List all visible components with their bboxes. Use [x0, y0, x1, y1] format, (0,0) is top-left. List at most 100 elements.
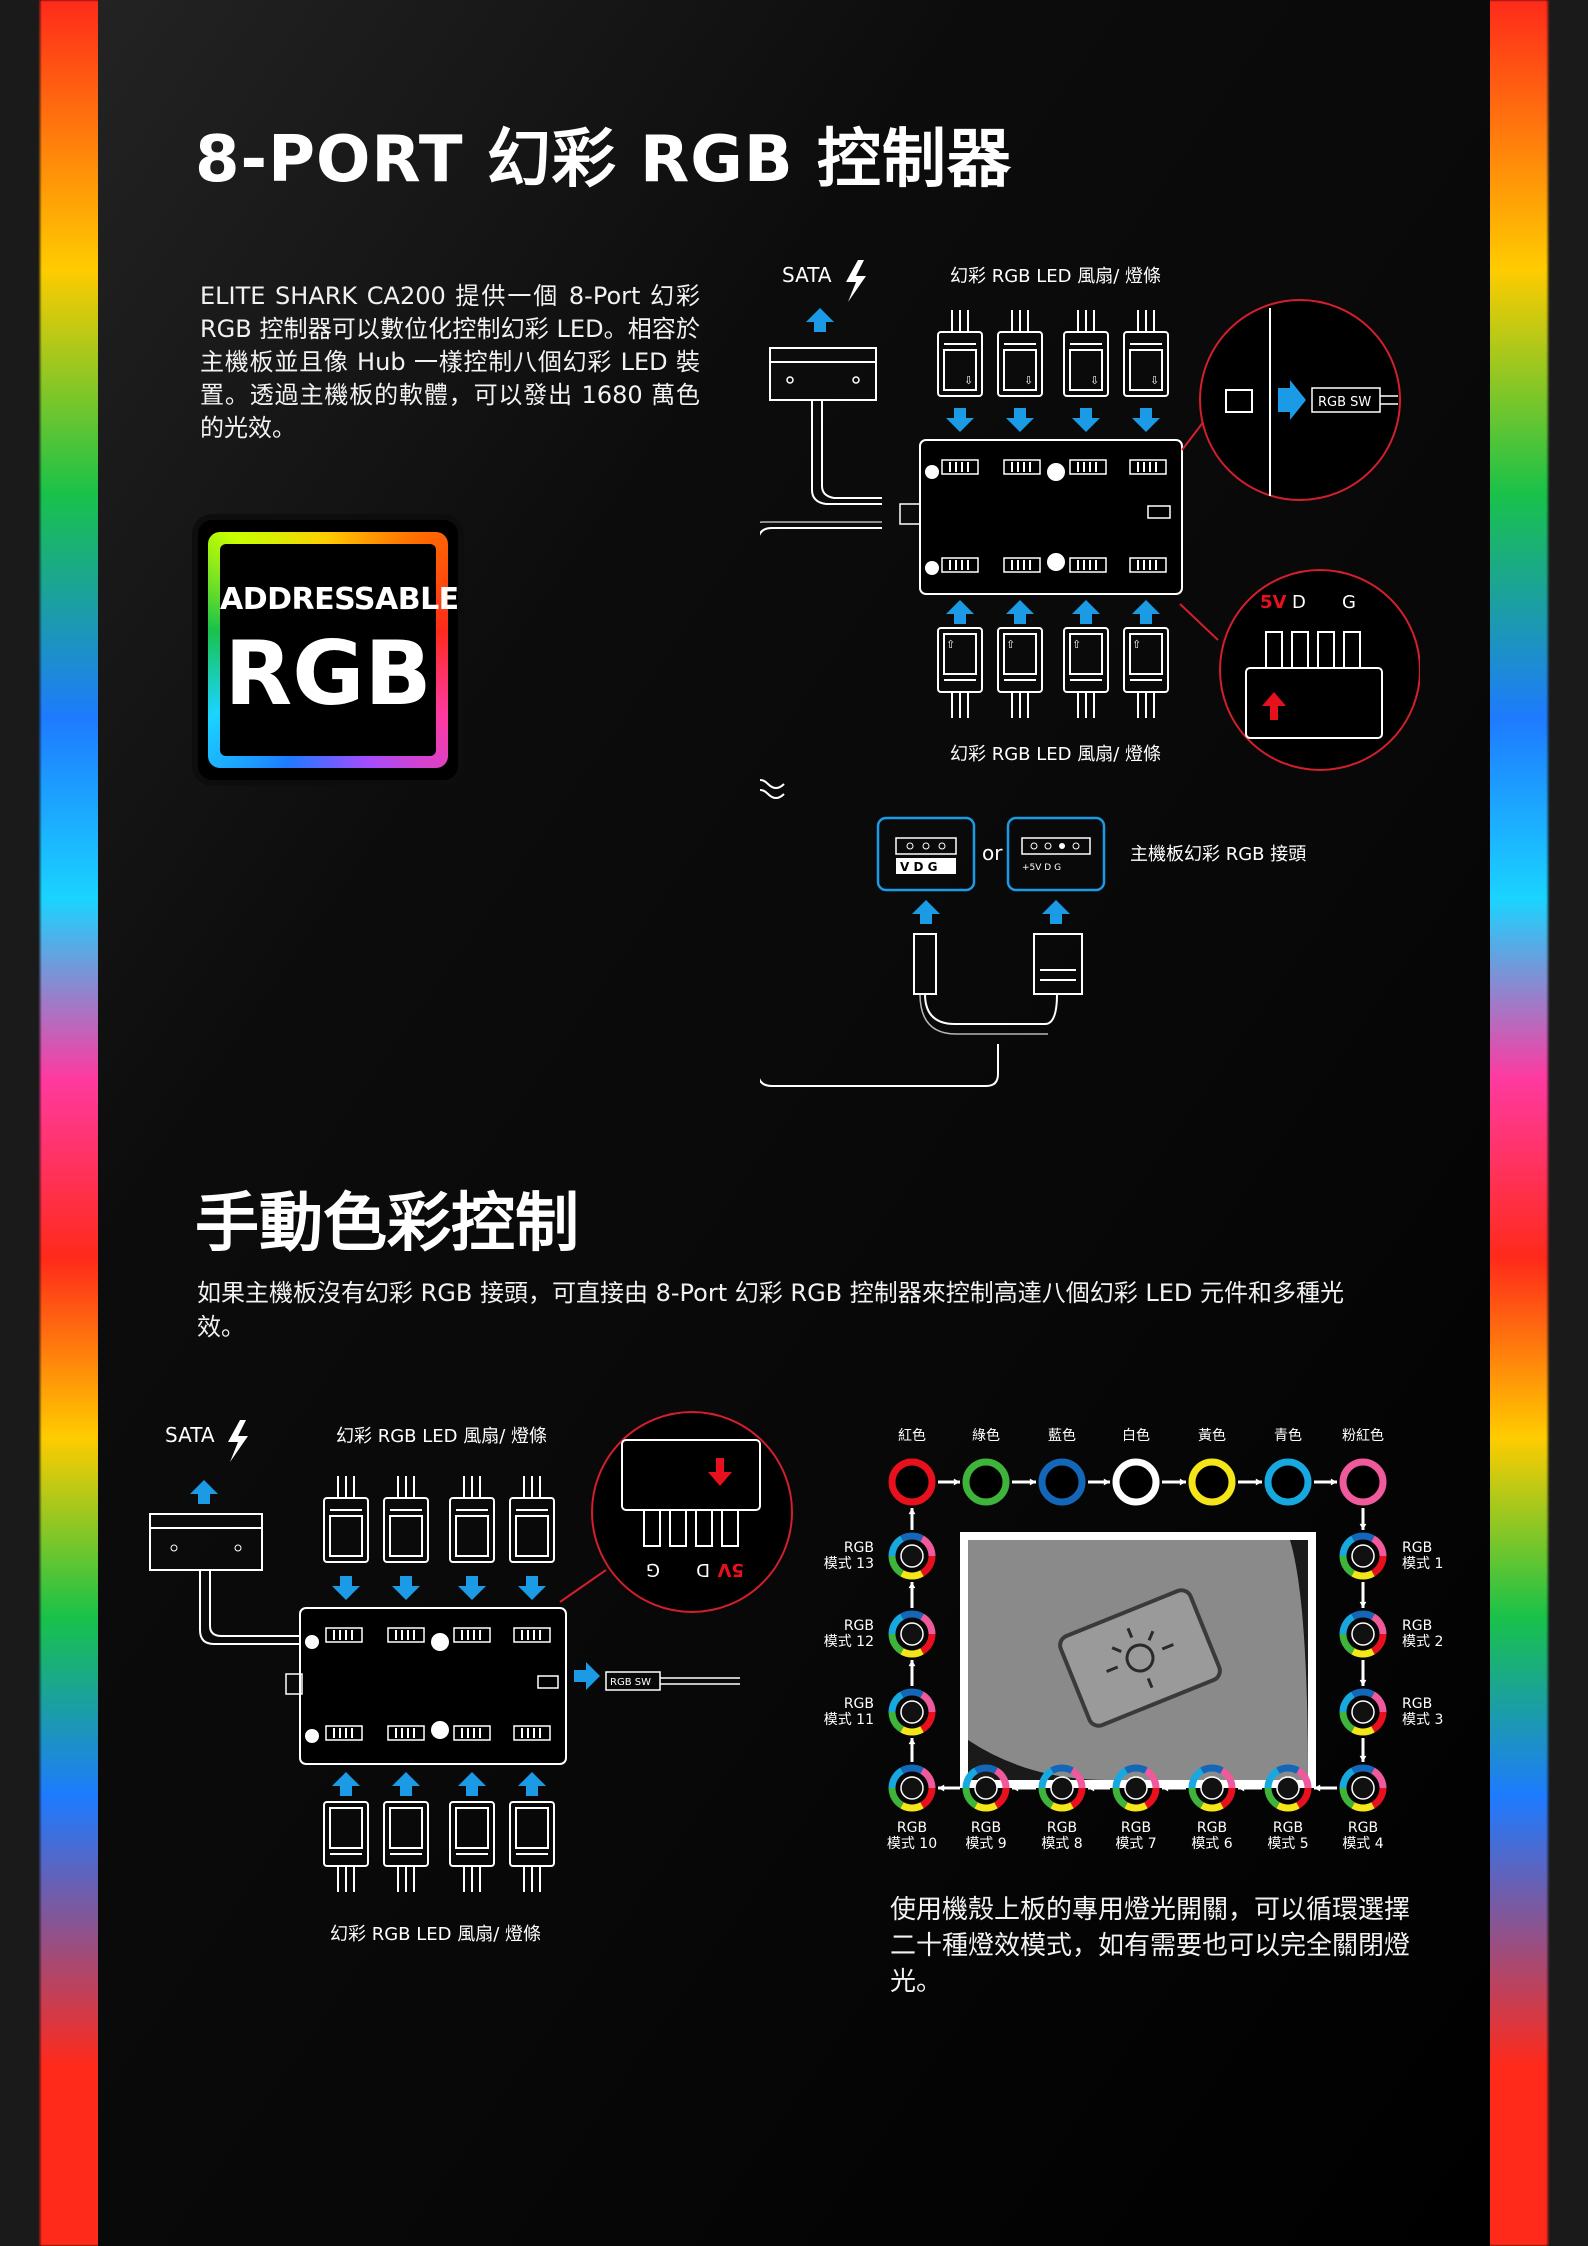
section1-description: ELITE SHARK CA200 提供一個 8-Port 幻彩 RGB 控制器… [200, 282, 700, 442]
badge-line2: RGB [224, 622, 432, 725]
lighting-modes-diagram: 紅色綠色藍色白色黃色青色粉紅色RGB模式 1RGB模式 2RGB模式 3RGB模… [824, 1427, 1444, 1852]
arrow-up-icon [1132, 600, 1160, 624]
mb-header-3pin [876, 816, 976, 892]
arrow-down-red-icon [708, 1458, 732, 1486]
arrow-up-icon [332, 1772, 360, 1796]
switch-label: RGB SW [1318, 395, 1371, 410]
color-mode-ring [1038, 1458, 1086, 1506]
arrow-down-icon [1072, 408, 1100, 432]
arrow-head-icon [1359, 1679, 1367, 1686]
mode-sub-label: 模式 10 [887, 1836, 937, 1852]
arrow-up-icon [1006, 600, 1034, 624]
sata-connector [149, 1513, 263, 1529]
color-label: 紅色 [898, 1427, 926, 1444]
fan-connector [937, 309, 983, 397]
fan-connector [937, 627, 983, 719]
arrow-head-icon [1103, 1478, 1110, 1486]
badge-line1: ADDRESSABLE [220, 582, 459, 617]
mode-label: RGB [1402, 1696, 1432, 1712]
arrow-up-icon [518, 1772, 546, 1796]
arrow-down-icon [518, 1576, 546, 1600]
mode-label: RGB [971, 1820, 1001, 1836]
rainbow-light-strip-left [40, 0, 100, 2246]
arrow-head-icon [1179, 1478, 1186, 1486]
arrow-head-icon [1255, 1478, 1262, 1486]
color-mode-ring [1112, 1458, 1160, 1506]
mode-label: RGB [1402, 1618, 1432, 1634]
pin-5v-label: 5V [1260, 592, 1287, 613]
pin-d-label: D [696, 1559, 710, 1580]
color-label: 青色 [1274, 1427, 1302, 1444]
arrow-up-icon [1042, 900, 1070, 924]
arrow-up-icon [912, 900, 940, 924]
bottom-device-label: 幻彩 RGB LED 風扇/ 燈條 [330, 1924, 541, 1945]
fan-connector [449, 1475, 495, 1563]
color-label: 黃色 [1198, 1427, 1226, 1444]
arrow-up-icon [392, 1772, 420, 1796]
rgb-mode-ring [888, 1764, 936, 1812]
header-a-pins: V D G [900, 860, 937, 874]
arrow-up-icon [946, 600, 974, 624]
bottom-device-label: 幻彩 RGB LED 風扇/ 燈條 [950, 744, 1161, 765]
addressable-rgb-badge: ADDRESSABLE RGB [198, 520, 459, 780]
mode-sub-label: 模式 5 [1267, 1836, 1308, 1852]
rgb-mode-ring [1339, 1688, 1387, 1736]
rgb-mode-ring [888, 1610, 936, 1658]
fan-connector [323, 1801, 369, 1893]
mode-label: RGB [1121, 1820, 1151, 1836]
fan-connector [383, 1475, 429, 1563]
color-label: 白色 [1122, 1427, 1150, 1444]
arrow-up-icon [190, 1480, 218, 1504]
or-label: or [982, 841, 1003, 865]
arrow-down-icon [392, 1576, 420, 1600]
section2-footer-text: 使用機殼上板的專用燈光開關，可以循環選擇二十種燈效模式，如有需要也可以完全關閉燈… [890, 1895, 1411, 1997]
rgb-mode-ring [962, 1764, 1010, 1812]
mode-sub-label: 模式 2 [1402, 1634, 1443, 1650]
header-b-pins: +5V D G [1022, 863, 1061, 873]
mode-sub-label: 模式 6 [1191, 1836, 1232, 1852]
mode-sub-label: 模式 3 [1402, 1712, 1443, 1728]
color-label: 藍色 [1048, 1427, 1076, 1444]
fan-connector [509, 1801, 555, 1893]
rgb-mode-ring [1112, 1764, 1160, 1812]
pin-5v-label: 5V [717, 1559, 744, 1580]
arrow-head-icon [1088, 1784, 1095, 1792]
rgb-mode-ring [1188, 1764, 1236, 1812]
top-device-label: 幻彩 RGB LED 風扇/ 燈條 [950, 266, 1161, 287]
rgb-mode-ring [1339, 1532, 1387, 1580]
mode-sub-label: 模式 9 [965, 1836, 1006, 1852]
arrow-head-icon [1359, 1755, 1367, 1762]
mode-label: RGB [844, 1696, 874, 1712]
arrow-head-icon [938, 1784, 945, 1792]
sata-label: SATA [782, 263, 832, 287]
arrow-down-icon [458, 1576, 486, 1600]
arrow-head-icon [908, 1660, 916, 1667]
arrow-head-icon [908, 1738, 916, 1745]
pin-g-label: G [1342, 592, 1356, 613]
arrow-head-icon [908, 1508, 916, 1515]
mode-sub-label: 模式 7 [1115, 1836, 1156, 1852]
color-mode-ring [1188, 1458, 1236, 1506]
arrow-up-icon [458, 1772, 486, 1796]
arrow-right-icon [574, 1662, 600, 1690]
mb-header-4pin [1006, 816, 1106, 892]
mode-sub-label: 模式 4 [1342, 1836, 1383, 1852]
section1-title: 8-PORT 幻彩 RGB 控制器 [195, 123, 1012, 197]
switch-label: RGB SW [610, 1677, 651, 1688]
mode-label: RGB [1197, 1820, 1227, 1836]
sata-connector [769, 347, 877, 363]
mb-header-label: 主機板幻彩 RGB 接頭 [1130, 844, 1306, 865]
badge-rainbow-frame: ADDRESSABLE RGB [208, 532, 459, 768]
fan-connector [1123, 309, 1169, 397]
zoom-callout-pins [591, 1411, 793, 1613]
fan-connector [997, 627, 1043, 719]
rgb-hub-board [919, 439, 1183, 595]
mode-sub-label: 模式 1 [1402, 1556, 1443, 1572]
top-device-label: 幻彩 RGB LED 風扇/ 燈條 [336, 1426, 547, 1447]
lightning-icon [846, 260, 866, 302]
pin-d-label: D [1292, 592, 1306, 613]
controller-diagram-manual: SATA 幻彩 RGB LED 風扇/ 燈條 RGB SW 幻彩 RGB LED… [149, 1411, 793, 1945]
arrow-head-icon [953, 1478, 960, 1486]
mode-sub-label: 模式 12 [824, 1634, 874, 1650]
mode-label: RGB [1348, 1820, 1378, 1836]
